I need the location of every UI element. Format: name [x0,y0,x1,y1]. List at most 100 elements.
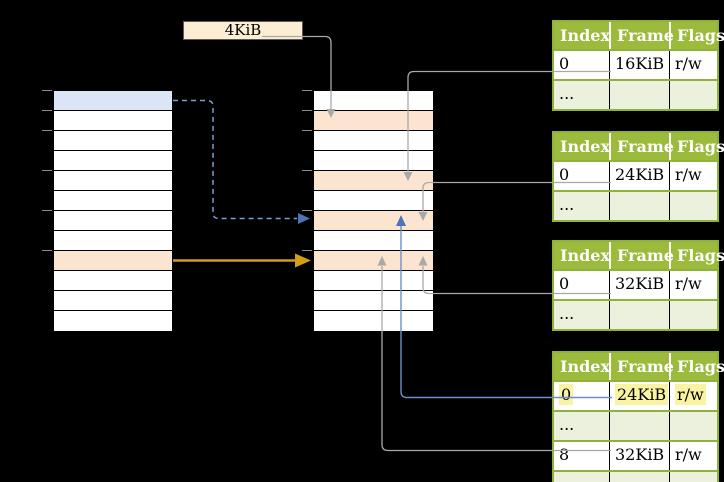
pt4-header-frame: Frame [609,353,674,380]
pt4-row2-index: ... [559,415,575,434]
pt1-row-2: ... [554,79,717,109]
virtual-memory-row-4 [54,151,172,171]
pt2-row2-frame [609,192,669,220]
pt2-header-index: Index [560,137,611,156]
physical-memory-row-6 [314,191,433,211]
virtual-memory-row-3 [54,131,172,151]
pt1-row2-frame [609,81,669,109]
page-table-2-header: Index Frame Flags [554,133,724,160]
address-tick [42,130,52,131]
virtual-memory-row-9 [54,251,172,271]
pt3-row1-frame: 32KiB [609,271,669,299]
address-tick [302,90,312,91]
highlighted-value: 24KiB [615,384,669,405]
pt4-row2-frame [609,412,669,440]
highlighted-value: 0 [559,384,574,405]
virtual-memory-row-10 [54,271,172,291]
pt2-row1-flags: r/w [669,162,717,190]
pt3-row2-flags [669,301,717,329]
virtual-memory-row-6 [54,191,172,211]
pt1-header-index: Index [560,26,611,45]
pt3-row1-flags: r/w [669,271,717,299]
pt4-row4-index: ... [554,472,609,482]
virtual-memory-table [42,90,173,332]
physical-memory-row-3 [314,131,433,151]
page-table-2: Index Frame Flags 0 24KiB r/w ... [552,131,724,222]
pt4-row1-index: 0 [554,382,609,410]
physical-memory-row-2 [314,111,433,131]
page-table-4: Index Frame Flags 0 24KiB r/w ... 8 32Ki… [552,351,724,482]
pt4-row4-flags [669,472,717,482]
virtual-memory-row-12 [54,311,172,331]
physical-memory-row-8 [314,231,433,251]
pt2-row2-flags [669,192,717,220]
pt3-row2-frame [609,301,669,329]
pt4-row1-flags: r/w [669,382,717,410]
pt4-row2-flags [669,412,717,440]
address-tick [302,110,312,111]
virtual-memory-row-7 [54,211,172,231]
page-table-3-header: Index Frame Flags [554,242,724,269]
virtual-memory-row-11 [54,291,172,311]
pt1-header-frame: Frame [609,22,674,49]
physical-memory-row-11 [314,291,433,311]
virtual-memory-row-5 [54,171,172,191]
pt4-row-3: 8 32KiB r/w [554,440,717,470]
pt4-row3-flags: r/w [669,442,717,470]
physical-memory-row-12 [314,311,433,331]
pt4-row-1: 0 24KiB r/w [554,380,717,410]
physical-memory-table [302,90,434,332]
pt4-row-4: ... [554,470,717,482]
pt4-header-index: Index [560,357,611,376]
highlighted-value: r/w [675,384,706,405]
page-table-4-header: Index Frame Flags [554,353,724,380]
virtual-memory-row-2 [54,111,172,131]
pt1-row1-flags: r/w [669,51,717,79]
pt4-row3-index: 8 [559,445,570,464]
pt3-header-flags: Flags [669,242,724,269]
virtual-memory-row-1 [54,91,172,111]
pt1-row1-index: 0 [559,54,570,73]
pt3-row-2: ... [554,299,717,329]
pt3-header-frame: Frame [609,242,674,269]
pt2-row-2: ... [554,190,717,220]
arrow-virtual-to-physical-dashed [173,99,310,224]
page-table-1: Index Frame Flags 0 16KiB r/w ... [552,20,724,111]
address-tick [302,210,312,211]
physical-memory-row-10 [314,271,433,291]
physical-memory-row-5 [314,171,433,191]
arrow-virtual-to-physical-gold [173,253,311,268]
physical-memory-row-1 [314,91,433,111]
pt1-row1-frame: 16KiB [609,51,669,79]
pt3-header-index: Index [560,246,611,265]
address-tick [42,250,52,251]
address-tick [302,130,312,131]
virtual-memory-row-8 [54,231,172,251]
pt1-row2-flags [669,81,717,109]
pt4-row4-frame [609,472,669,482]
pt2-header-frame: Frame [609,133,674,160]
pt2-row1-index: 0 [559,165,570,184]
pt2-header-flags: Flags [669,133,724,160]
address-tick [42,110,52,111]
address-tick [302,250,312,251]
pt3-row-1: 0 32KiB r/w [554,269,717,299]
page-table-1-header: Index Frame Flags [554,22,724,49]
pt2-row-1: 0 24KiB r/w [554,160,717,190]
physical-memory-row-4 [314,151,433,171]
address-tick [42,210,52,211]
pt4-row-2: ... [554,410,717,440]
pt2-row2-index: ... [559,195,575,214]
page-table-3: Index Frame Flags 0 32KiB r/w ... [552,240,724,331]
page-size-label: 4KiB [183,21,303,40]
pt4-header-flags: Flags [669,353,724,380]
pt4-row1-frame: 24KiB [609,382,669,410]
pt3-row1-index: 0 [559,274,570,293]
address-tick [302,170,312,171]
physical-memory-row-9 [314,251,433,271]
pt3-row2-index: ... [559,304,575,323]
pt1-header-flags: Flags [669,22,724,49]
pt4-row3-frame: 32KiB [609,442,669,470]
pt2-row1-frame: 24KiB [609,162,669,190]
